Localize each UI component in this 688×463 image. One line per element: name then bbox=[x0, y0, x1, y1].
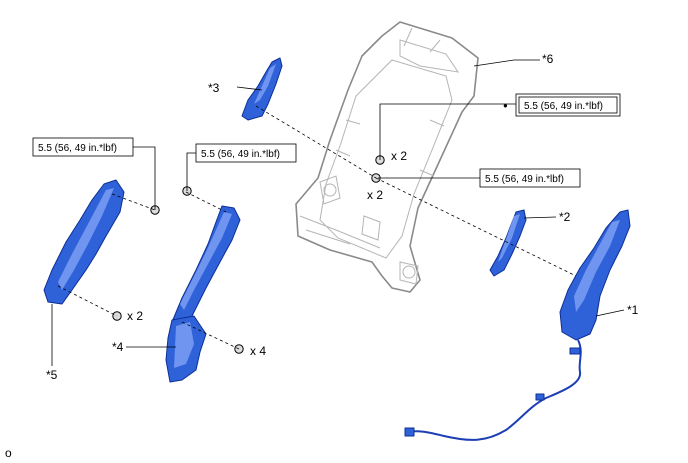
callout-1: *1 bbox=[627, 303, 639, 317]
bracket-part-3 bbox=[241, 57, 283, 121]
bolt-icon bbox=[234, 344, 244, 354]
seatback-frame bbox=[295, 21, 479, 293]
bracket-part-2 bbox=[489, 209, 527, 277]
callout-3: *3 bbox=[208, 81, 220, 95]
qty-label: x 2 bbox=[391, 149, 407, 163]
torque-label: 5.5 (56, 49 in.*lbf) bbox=[201, 149, 280, 160]
bolts bbox=[112, 155, 385, 354]
torque-box-right-top: 5.5 (56, 49 in.*lbf) bbox=[515, 93, 621, 117]
callout-6: *6 bbox=[542, 52, 554, 66]
callout-4: *4 bbox=[112, 340, 124, 354]
torque-box-right-mid: 5.5 (56, 49 in.*lbf) bbox=[479, 168, 581, 188]
side-panel-part-5 bbox=[43, 179, 125, 305]
torque-label: 5.5 (56, 49 in.*lbf) bbox=[485, 174, 564, 185]
torque-label: 5.5 (56, 49 in.*lbf) bbox=[38, 143, 117, 154]
torque-label: 5.5 (56, 49 in.*lbf) bbox=[524, 101, 603, 112]
torque-box-left: 5.5 (56, 49 in.*lbf) bbox=[32, 137, 134, 157]
qty-label: x 2 bbox=[367, 188, 383, 202]
leader-lines bbox=[51, 59, 625, 366]
side-panel-part-4 bbox=[165, 205, 241, 383]
alignment-lines bbox=[57, 105, 577, 350]
callout-5: *5 bbox=[46, 368, 58, 382]
corner-label: o bbox=[5, 446, 12, 460]
callout-2: *2 bbox=[559, 210, 571, 224]
torque-marker-dot: ● bbox=[503, 101, 508, 110]
torque-box-center: 5.5 (56, 49 in.*lbf) bbox=[195, 143, 297, 163]
side-airbag-part-1 bbox=[404, 209, 631, 441]
qty-label: x 4 bbox=[250, 344, 266, 358]
qty-label: x 2 bbox=[127, 309, 143, 323]
